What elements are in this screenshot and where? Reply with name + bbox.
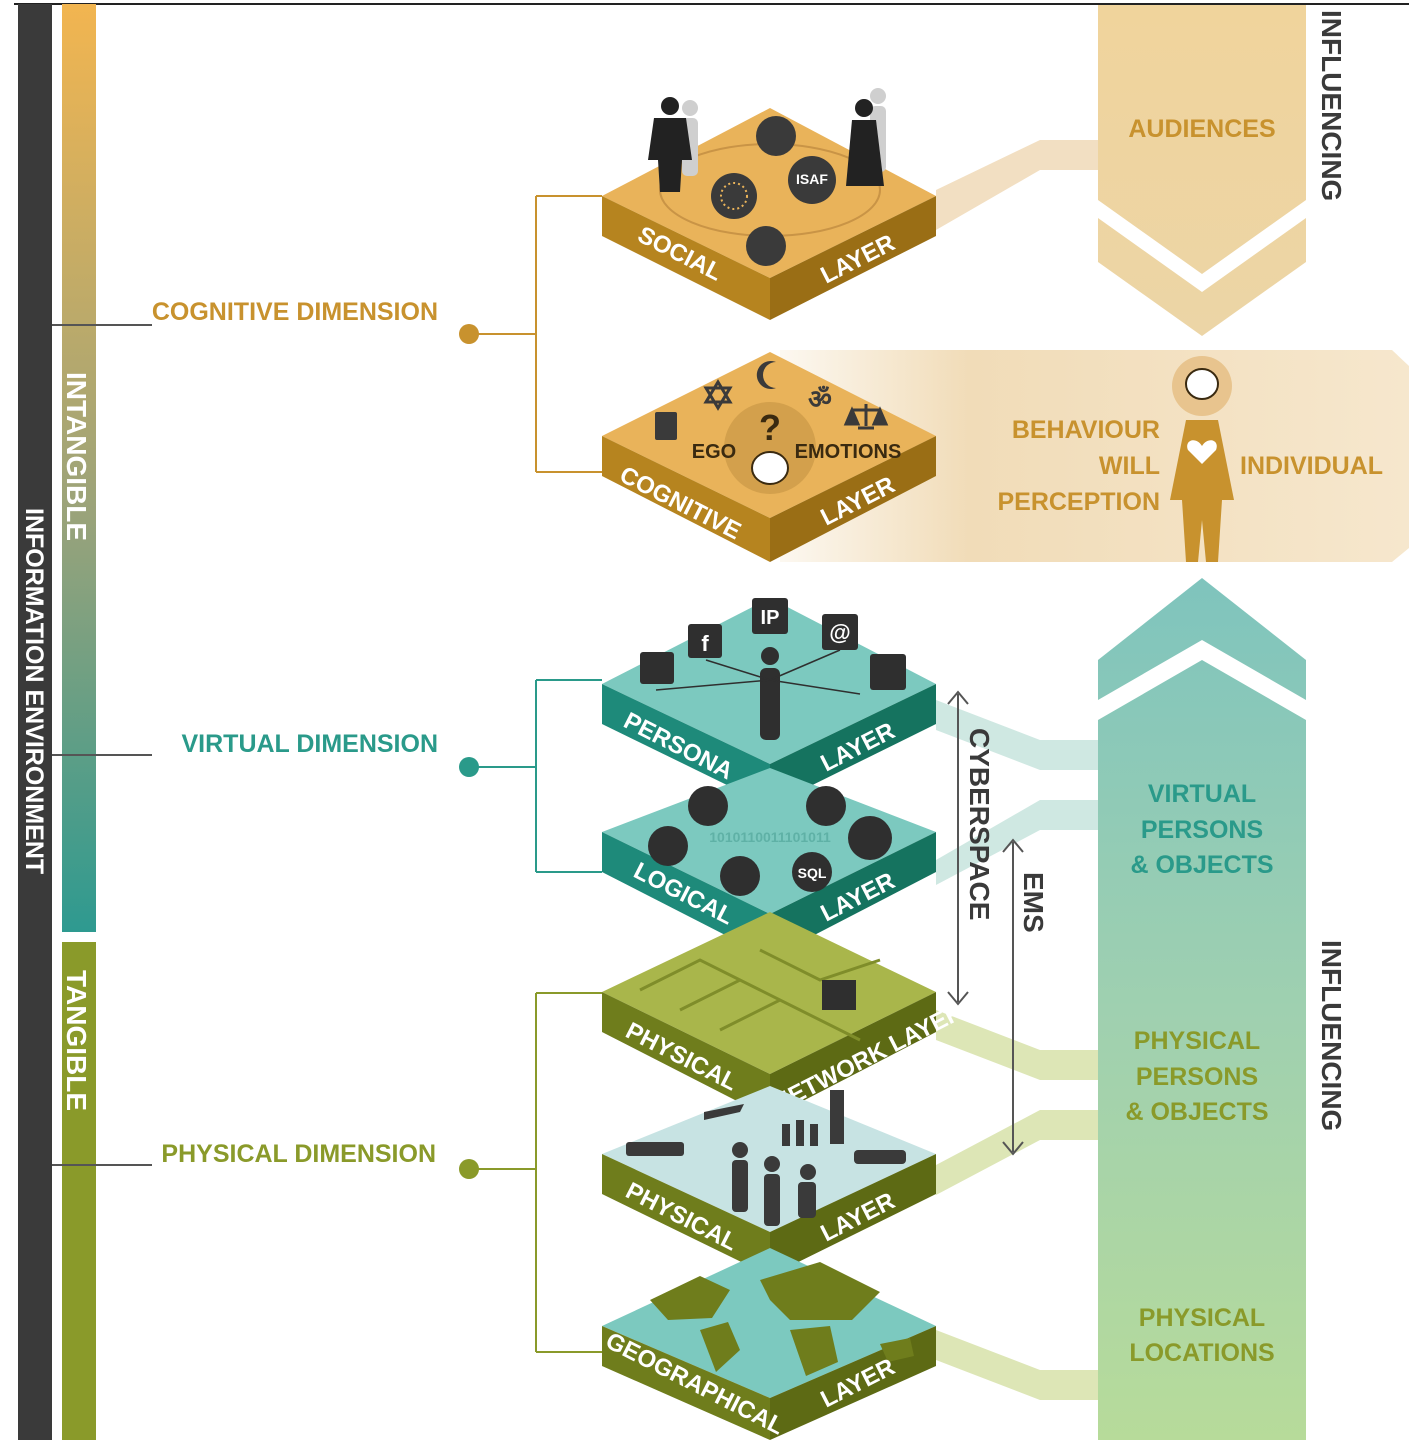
physical-dimension-label: PHYSICAL DIMENSION <box>161 1140 436 1168</box>
settings-gear-icon <box>688 786 728 826</box>
environment-label: INFORMATION ENVIRONMENT <box>20 508 48 874</box>
facebook-badge-text: f <box>701 631 709 656</box>
physical-layer-tile: PHYSICAL LAYER <box>602 1086 936 1276</box>
om-symbol-icon: ॐ <box>808 384 832 414</box>
environment-bar <box>18 4 52 1440</box>
mind-circle <box>724 402 816 494</box>
scales-icon <box>843 404 889 430</box>
virtual-target-line-2: PERSONS <box>1141 816 1263 844</box>
virtual-target-line-3: & OBJECTS <box>1130 851 1273 879</box>
individual-band <box>780 350 1409 562</box>
tangible-bar <box>62 942 96 1440</box>
heart-icon <box>1187 440 1217 464</box>
circuit-traces <box>639 948 881 1042</box>
physical-connector <box>936 1110 1098 1195</box>
persona-connector <box>936 700 1098 770</box>
influencing-down-chevron <box>1098 200 1306 292</box>
cognitive-layer-tile: ? EGO EMOTIONS ॐ COGNITIVE LAYER <box>602 352 936 562</box>
twitter-icon <box>640 652 674 684</box>
influencing-up-arrow <box>1098 578 1306 1440</box>
question-mark: ? <box>759 407 781 448</box>
cyberspace-label: CYBERSPACE <box>964 728 995 920</box>
email-icon <box>822 614 858 650</box>
individual-label: INDIVIDUAL <box>1240 452 1383 480</box>
crescent-icon <box>756 361 776 389</box>
logical-connector <box>936 800 1098 885</box>
book-icon <box>655 412 677 440</box>
isaf-badge-text: ISAF <box>796 171 828 187</box>
locations-target-line-1: PHYSICAL <box>1139 1304 1265 1332</box>
influencing-top-label: INFLUENCING <box>1316 10 1347 201</box>
digital-persona-figure-icon <box>760 647 780 740</box>
outlook-icon <box>806 786 846 826</box>
geographical-connector <box>936 1330 1098 1400</box>
virtual-bracket <box>469 679 602 873</box>
influencing-bottom-label: INFLUENCING <box>1316 940 1347 1131</box>
individual-figure-icon <box>1170 356 1234 562</box>
isaf-logo-icon <box>788 156 836 204</box>
anonymous-mask-icon <box>870 654 906 690</box>
woman-silhouette-icon <box>846 99 884 186</box>
geographical-layer-tile: GEOGRAPHICAL LAYER <box>601 1248 936 1440</box>
physical-bracket <box>469 992 602 1353</box>
facebook-icon <box>688 624 722 658</box>
tangible-label: TANGIBLE <box>61 970 92 1111</box>
persona-links <box>655 649 861 695</box>
virtual-dimension-label: VIRTUAL DIMENSION <box>182 730 439 758</box>
influencing-up-chevron <box>1098 640 1306 720</box>
eu-flag-icon <box>711 173 757 219</box>
soldiers-group-icon <box>732 1142 816 1226</box>
star-of-david-icon <box>703 379 733 411</box>
cyberspace-range-arrow <box>947 690 969 1006</box>
flag-emblem-icon <box>746 226 786 266</box>
virtual-target-line-1: VIRTUAL <box>1148 780 1256 808</box>
will-label: WILL <box>1099 452 1160 480</box>
perception-label: PERCEPTION <box>997 488 1160 516</box>
email-badge-text: @ <box>829 620 850 645</box>
microchip-icon <box>822 980 856 1010</box>
physical-target-line-3: & OBJECTS <box>1125 1098 1268 1126</box>
physical-target-line-1: PHYSICAL <box>1134 1027 1260 1055</box>
intangible-label: INTANGIBLE <box>61 372 92 541</box>
ego-label: EGO <box>692 441 736 463</box>
physical-network-connector <box>936 1010 1098 1080</box>
civilians-group-icon <box>782 1120 818 1146</box>
soldier-silhouette-icon <box>648 97 692 192</box>
emotions-label: EMOTIONS <box>795 441 902 463</box>
sql-icon <box>792 852 832 892</box>
physical-network-layer-tile: PHYSICAL NETWORK LAYER <box>602 912 968 1118</box>
internet-explorer-icon <box>848 816 892 860</box>
audiences-label: AUDIENCES <box>1128 115 1275 143</box>
binary-code-text: 1010110011101011 <box>709 829 831 845</box>
ship-icon <box>626 1142 684 1156</box>
ems-range-arrow <box>1002 838 1024 1156</box>
shell-logo-icon <box>756 116 796 156</box>
world-map-icon <box>650 1262 914 1376</box>
social-layer-tile: ISAF SOCIAL LAYER <box>602 88 936 320</box>
cognitive-dimension-label: COGNITIVE DIMENSION <box>152 298 438 326</box>
ip-icon <box>752 598 788 634</box>
sql-badge-text: SQL <box>798 865 827 881</box>
locations-target-line-2: LOCATIONS <box>1129 1339 1274 1367</box>
fighter-jet-icon <box>704 1104 744 1120</box>
skyscraper-icon <box>830 1090 844 1144</box>
behaviour-label: BEHAVIOUR <box>1012 416 1160 444</box>
cognitive-bracket <box>469 195 602 473</box>
tank-icon <box>854 1150 906 1164</box>
app-store-icon <box>720 856 760 896</box>
brain-icon <box>751 451 789 485</box>
social-connector <box>936 140 1098 230</box>
physical-target-line-2: PERSONS <box>1136 1063 1258 1091</box>
ip-badge-text: IP <box>761 607 780 629</box>
ems-label: EMS <box>1018 872 1049 933</box>
android-icon <box>648 826 688 866</box>
intangible-bar <box>62 4 96 932</box>
